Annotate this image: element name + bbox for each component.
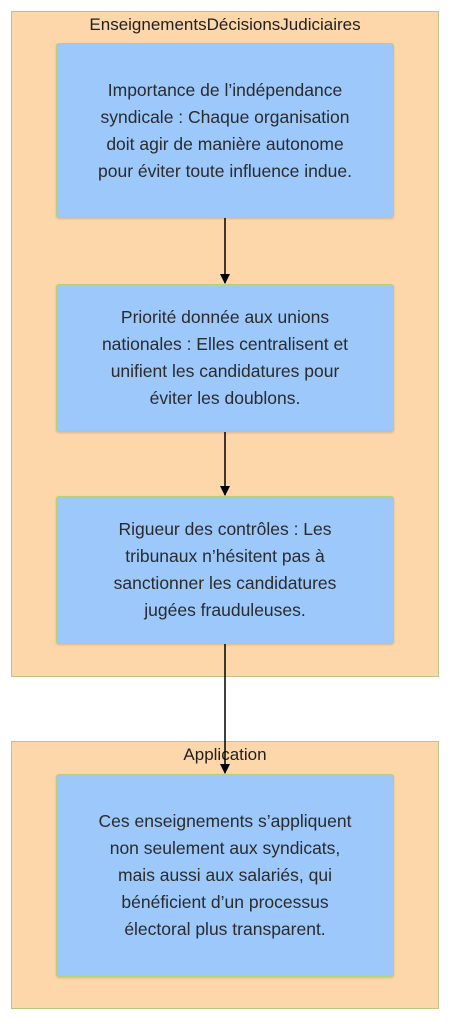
node-independance-syndicale: Importance de l’indépendance syndicale :… [56, 43, 394, 218]
node-unions-nationales: Priorité donnée aux unions nationales : … [56, 284, 394, 432]
node-rigueur-controles: Rigueur des contrôles : Les tribunaux n’… [56, 496, 394, 644]
cluster-label-enseignements: EnseignementsDécisionsJudiciaires [89, 15, 361, 34]
node-application-salaries: Ces enseignements s’appliquent non seule… [56, 774, 394, 977]
